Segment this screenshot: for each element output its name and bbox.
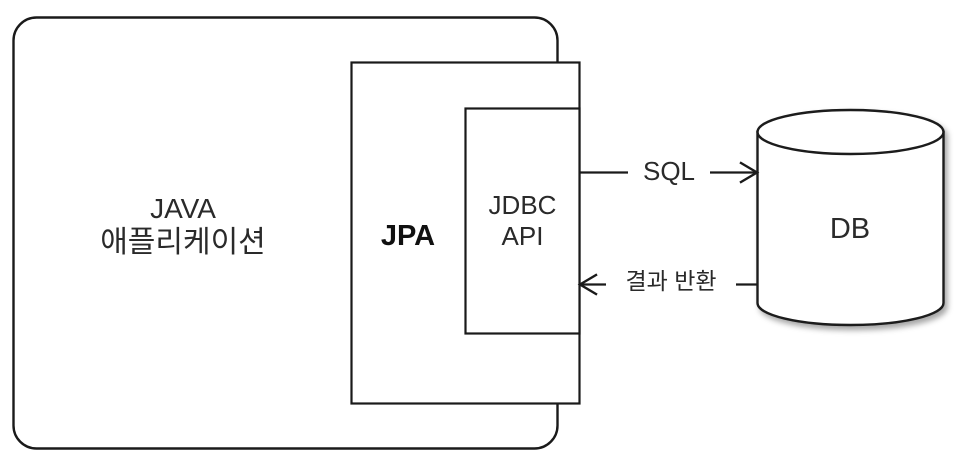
result-return-connector-label: 결과 반환 — [625, 268, 717, 294]
database-label: DB — [829, 213, 871, 245]
result-return-connector — [577, 273, 757, 296]
sql-connector — [580, 161, 760, 184]
database-cylinder — [756, 108, 945, 327]
jdbc-api-label: JDBC API — [488, 190, 557, 251]
jdbc-api-box — [464, 107, 581, 335]
sql-connector-label: SQL — [642, 156, 696, 186]
java-application-label: JAVA 애플리케이션 — [100, 193, 266, 260]
jpa-label: JPA — [380, 220, 436, 252]
